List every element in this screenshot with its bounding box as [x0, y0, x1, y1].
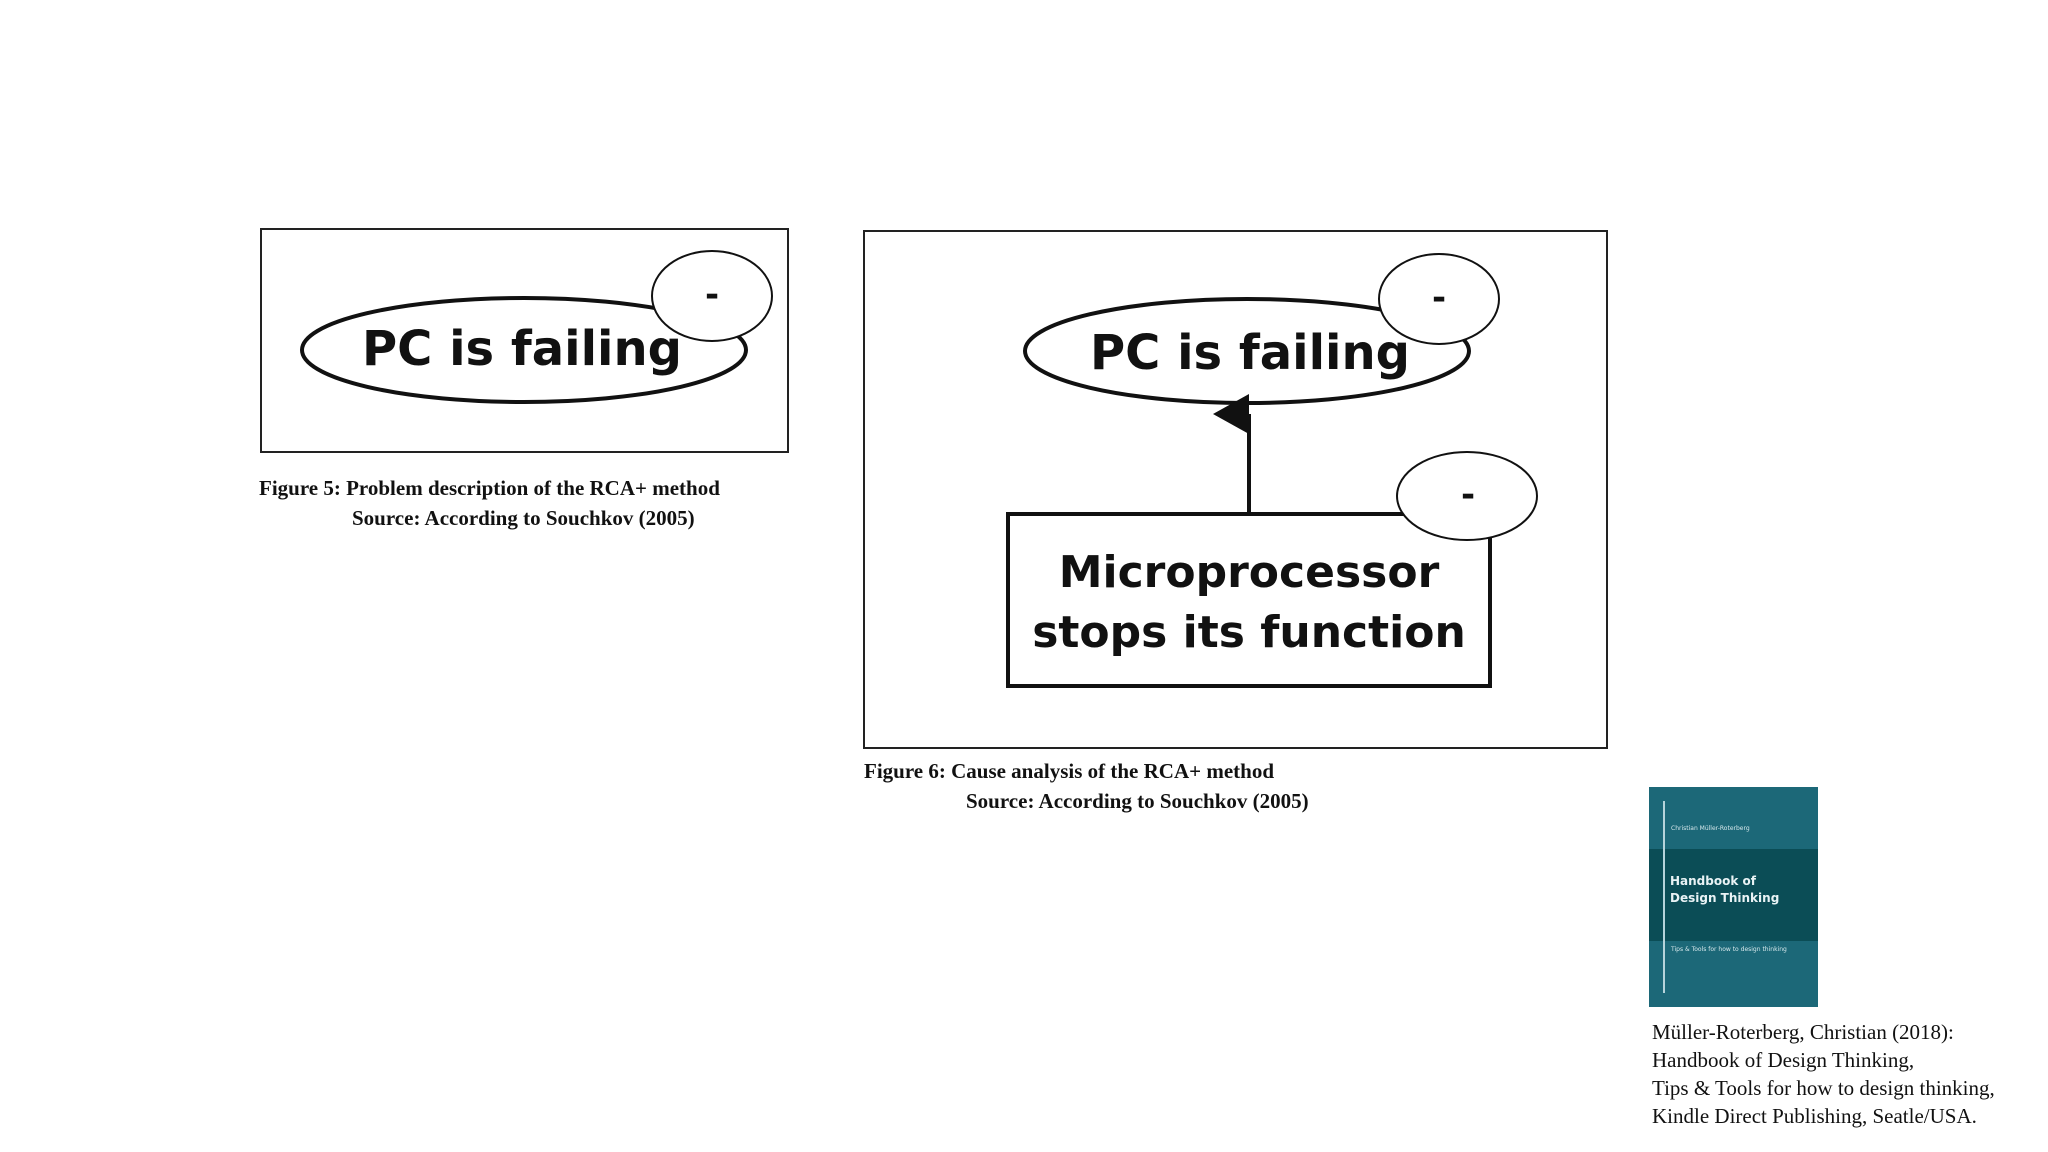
figure6-caption: Figure 6: Cause analysis of the RCA+ met…	[864, 756, 1309, 816]
figure5-diagram: PC is failing -	[300, 250, 773, 404]
figure6-caption-source: Source: According to Souchkov (2005)	[966, 789, 1309, 813]
figure5-caption-source: Source: According to Souchkov (2005)	[352, 506, 695, 530]
figure6-problem-polarity-circle	[1378, 253, 1500, 345]
figure6-cause-polarity-circle	[1396, 451, 1538, 541]
figure6-cause-label-line2: stops its function	[1032, 607, 1466, 658]
book-cover-author: Christian Müller-Roterberg	[1671, 825, 1750, 832]
book-cover-subtitle: Tips & Tools for how to design thinking	[1671, 946, 1787, 953]
reference-line-3: Tips & Tools for how to design thinking,	[1652, 1076, 1995, 1100]
figure5-problem-node	[300, 296, 748, 404]
figure6-caption-title: Figure 6: Cause analysis of the RCA+ met…	[864, 759, 1274, 783]
reference-line-1: Müller-Roterberg, Christian (2018):	[1652, 1020, 1954, 1044]
figure6-cause-node	[1006, 512, 1492, 688]
figure6-cause-polarity-sign: -	[1461, 475, 1475, 515]
book-reference: Müller-Roterberg, Christian (2018): Hand…	[1652, 1018, 1995, 1130]
figure6-problem-label: PC is failing	[1090, 325, 1410, 381]
book-cover-title-band: Handbook of Design Thinking	[1649, 849, 1818, 941]
figure6-problem-polarity-sign: -	[1432, 278, 1446, 318]
figure6-frame: PC is failing - Microprocessor stops its…	[863, 230, 1608, 749]
reference-line-2: Handbook of Design Thinking,	[1652, 1048, 1915, 1072]
book-cover-image: Handbook of Design Thinking Christian Mü…	[1649, 787, 1818, 1007]
book-cover-spine-line	[1663, 801, 1665, 993]
figure5-problem-label: PC is failing	[362, 321, 682, 377]
book-cover-title: Handbook of Design Thinking	[1670, 874, 1780, 905]
figure6-diagram: PC is failing - Microprocessor stops its…	[1006, 253, 1538, 688]
figure5-polarity-sign: -	[705, 275, 719, 315]
figure5-caption: Figure 5: Problem description of the RCA…	[259, 473, 720, 533]
figure6-cause-label-line1: Microprocessor	[1059, 547, 1440, 598]
reference-line-4: Kindle Direct Publishing, Seatle/USA.	[1652, 1104, 1977, 1128]
figure5-frame: PC is failing -	[260, 228, 789, 453]
figure5-caption-title: Figure 5: Problem description of the RCA…	[259, 476, 720, 500]
figure5-polarity-circle	[651, 250, 773, 342]
